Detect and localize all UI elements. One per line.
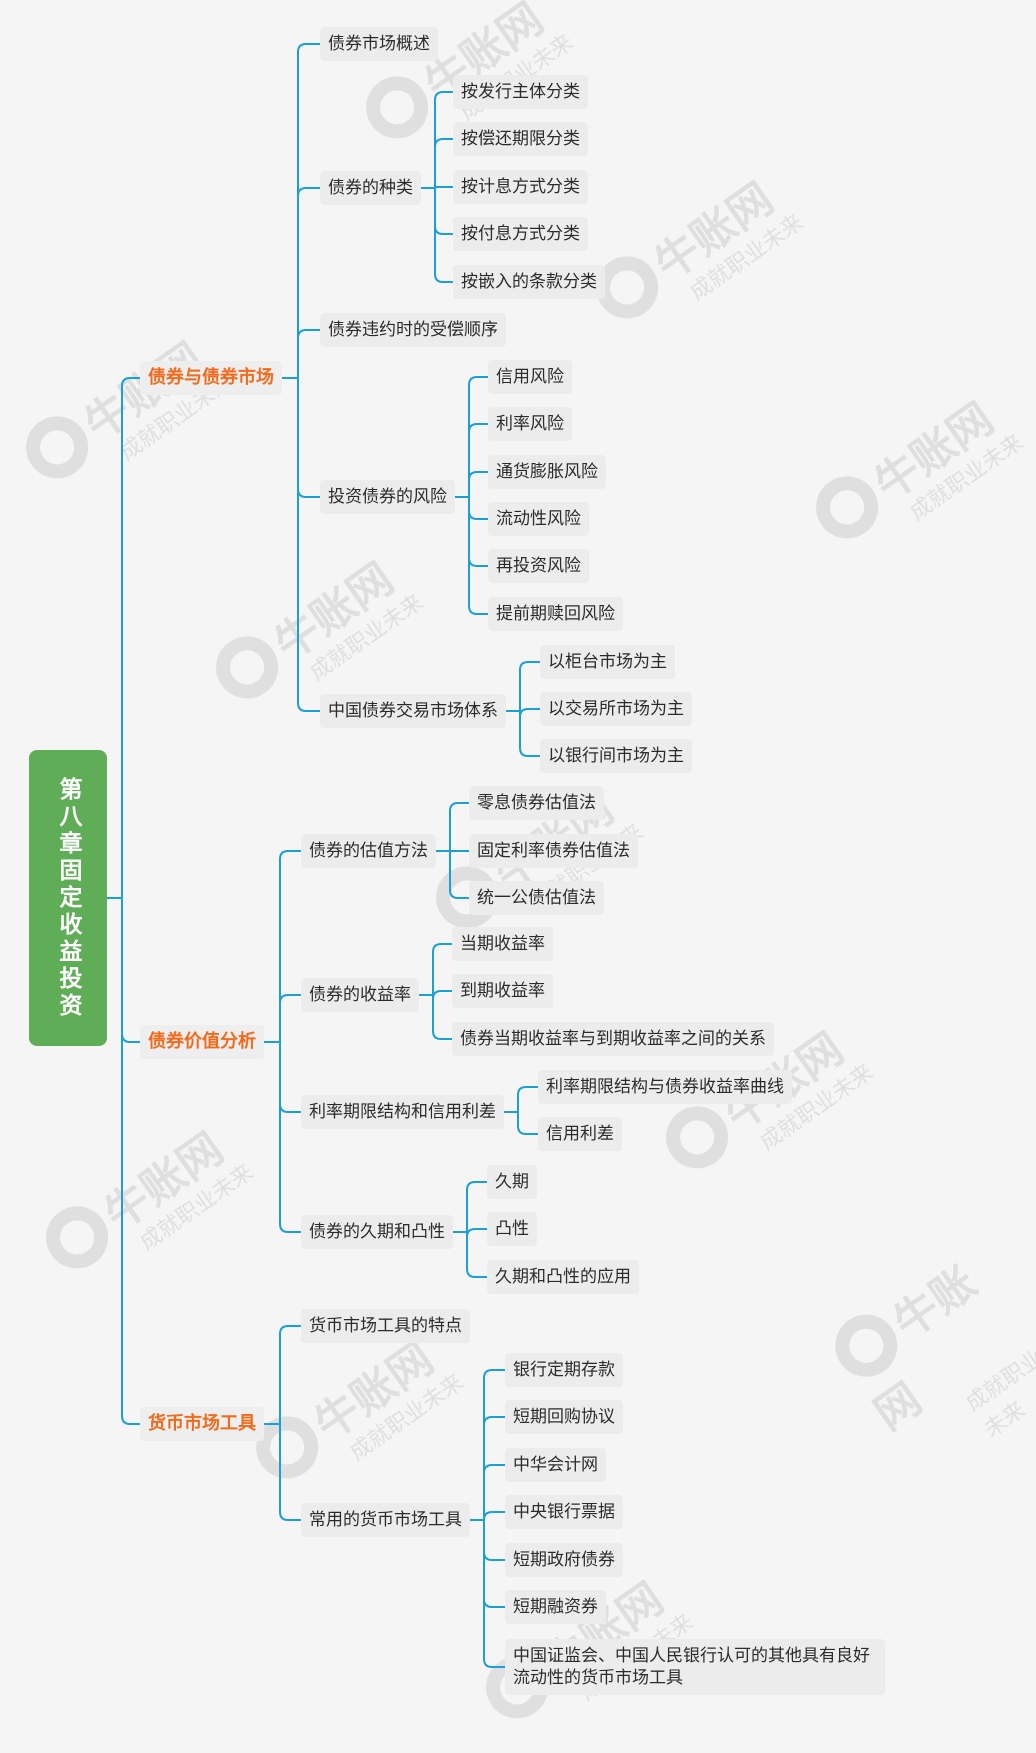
leaf-node[interactable]: 中国证监会、中国人民银行认可的其他具有良好流动性的货币市场工具 xyxy=(505,1639,885,1695)
topic-node[interactable]: 中国债券交易市场体系 xyxy=(320,694,506,728)
leaf-node[interactable]: 以银行间市场为主 xyxy=(540,739,692,773)
root-node[interactable]: 第八章固定收益投资 xyxy=(29,750,107,1046)
leaf-node[interactable]: 到期收益率 xyxy=(452,974,553,1008)
leaf-node[interactable]: 固定利率债券估值法 xyxy=(469,834,638,868)
branch-0-link-2 xyxy=(297,329,320,378)
topic-0-1-link-0 xyxy=(434,91,453,188)
topic-0-3-link-1 xyxy=(468,423,488,497)
leaf-node[interactable]: 按偿还期限分类 xyxy=(453,122,588,156)
root-branch-link-0 xyxy=(121,377,140,898)
topic-node[interactable]: 投资债券的风险 xyxy=(320,480,455,514)
branch-0-link-1 xyxy=(297,187,320,378)
topic-0-3-link-0 xyxy=(468,376,488,497)
topic-node[interactable]: 债券的种类 xyxy=(320,171,421,205)
topic-node[interactable]: 债券违约时的受偿顺序 xyxy=(320,313,506,347)
topic-1-3-link-1 xyxy=(466,1228,487,1238)
topic-node[interactable]: 债券的估值方法 xyxy=(301,834,436,868)
topic-2-1-link-0 xyxy=(483,1369,505,1520)
branch-1-link-0 xyxy=(279,850,301,1042)
leaf-node[interactable]: 以交易所市场为主 xyxy=(540,692,692,726)
leaf-node[interactable]: 短期政府债券 xyxy=(505,1543,623,1577)
leaf-node[interactable]: 流动性风险 xyxy=(488,502,589,536)
branch-node[interactable]: 债券与债券市场 xyxy=(140,361,282,395)
leaf-node[interactable]: 信用利差 xyxy=(538,1117,622,1151)
topic-2-1-link-5 xyxy=(483,1520,505,1608)
branch-0-link-0 xyxy=(297,43,320,378)
leaf-node[interactable]: 信用风险 xyxy=(488,360,572,394)
topic-1-1-link-1 xyxy=(432,990,452,1000)
topic-node[interactable]: 债券的收益率 xyxy=(301,978,419,1012)
topic-0-4-link-2 xyxy=(519,711,540,757)
topic-1-1-link-0 xyxy=(432,943,452,995)
leaf-node[interactable]: 久期 xyxy=(487,1165,537,1199)
topic-0-4-link-0 xyxy=(519,661,540,711)
topic-2-1-link-1 xyxy=(483,1416,505,1520)
leaf-node[interactable]: 利率期限结构与债券收益率曲线 xyxy=(538,1070,792,1104)
leaf-node[interactable]: 通货膨胀风险 xyxy=(488,455,606,489)
topic-0-1-link-3 xyxy=(434,188,453,235)
leaf-node[interactable]: 按付息方式分类 xyxy=(453,217,588,251)
topic-2-1-link-4 xyxy=(483,1520,505,1561)
topic-node[interactable]: 货币市场工具的特点 xyxy=(301,1309,470,1343)
branch-2-link-1 xyxy=(279,1424,301,1521)
topic-2-1-link-6 xyxy=(483,1520,505,1668)
leaf-node[interactable]: 短期回购协议 xyxy=(505,1400,623,1434)
leaf-node[interactable]: 债券当期收益率与到期收益率之间的关系 xyxy=(452,1022,774,1056)
topic-1-3-link-0 xyxy=(466,1181,487,1232)
branch-node[interactable]: 货币市场工具 xyxy=(140,1407,264,1441)
leaf-node[interactable]: 再投资风险 xyxy=(488,549,589,583)
leaf-node[interactable]: 零息债券估值法 xyxy=(469,786,604,820)
topic-0-3-link-4 xyxy=(468,497,488,567)
root-branch-link-2 xyxy=(121,898,140,1425)
branch-2-link-0 xyxy=(279,1325,301,1424)
topic-node[interactable]: 常用的货币市场工具 xyxy=(301,1503,470,1537)
topic-0-3-link-3 xyxy=(468,497,488,520)
branch-node[interactable]: 债券价值分析 xyxy=(140,1025,264,1059)
leaf-node[interactable]: 按嵌入的条款分类 xyxy=(453,265,605,299)
leaf-node[interactable]: 中央银行票据 xyxy=(505,1495,623,1529)
branch-1-link-2 xyxy=(279,1042,301,1113)
topic-0-1-link-1 xyxy=(434,138,453,188)
topic-1-2-link-0 xyxy=(517,1086,538,1112)
topic-0-1-link-4 xyxy=(434,188,453,283)
topic-0-3-link-5 xyxy=(468,497,488,615)
branch-1-link-1 xyxy=(279,994,301,1042)
leaf-node[interactable]: 当期收益率 xyxy=(452,927,553,961)
branch-1-link-3 xyxy=(279,1042,301,1233)
topic-0-3-link-2 xyxy=(468,471,488,497)
leaf-node[interactable]: 银行定期存款 xyxy=(505,1353,623,1387)
topic-node[interactable]: 利率期限结构和信用利差 xyxy=(301,1095,504,1129)
leaf-node[interactable]: 久期和凸性的应用 xyxy=(487,1260,639,1294)
topic-node[interactable]: 债券市场概述 xyxy=(320,27,438,61)
leaf-node[interactable]: 统一公债估值法 xyxy=(469,881,604,915)
leaf-node[interactable]: 短期融资券 xyxy=(505,1590,606,1624)
topic-1-2-link-1 xyxy=(517,1112,538,1135)
topic-node[interactable]: 债券的久期和凸性 xyxy=(301,1215,453,1249)
topic-2-1-link-3 xyxy=(483,1511,505,1521)
leaf-node[interactable]: 凸性 xyxy=(487,1212,537,1246)
branch-0-link-4 xyxy=(297,378,320,712)
topic-1-0-link-2 xyxy=(449,851,469,899)
topic-1-1-link-2 xyxy=(432,995,452,1040)
leaf-node[interactable]: 利率风险 xyxy=(488,407,572,441)
leaf-node[interactable]: 中华会计网 xyxy=(505,1448,606,1482)
leaf-node[interactable]: 按发行主体分类 xyxy=(453,75,588,109)
leaf-node[interactable]: 按计息方式分类 xyxy=(453,170,588,204)
leaf-node[interactable]: 以柜台市场为主 xyxy=(540,645,675,679)
branch-0-link-3 xyxy=(297,378,320,498)
connector-lines xyxy=(107,43,540,1668)
root-branch-link-1 xyxy=(121,898,140,1043)
topic-2-1-link-2 xyxy=(483,1464,505,1520)
mind-map: 牛账网成就职业未来牛账网成就职业未来牛账网成就职业未来牛账网成就职业未来牛账网成… xyxy=(13,0,1036,1731)
topic-1-3-link-2 xyxy=(466,1232,487,1278)
topic-0-4-link-1 xyxy=(519,708,540,718)
topic-1-0-link-0 xyxy=(449,802,469,851)
leaf-node[interactable]: 提前期赎回风险 xyxy=(488,597,623,631)
